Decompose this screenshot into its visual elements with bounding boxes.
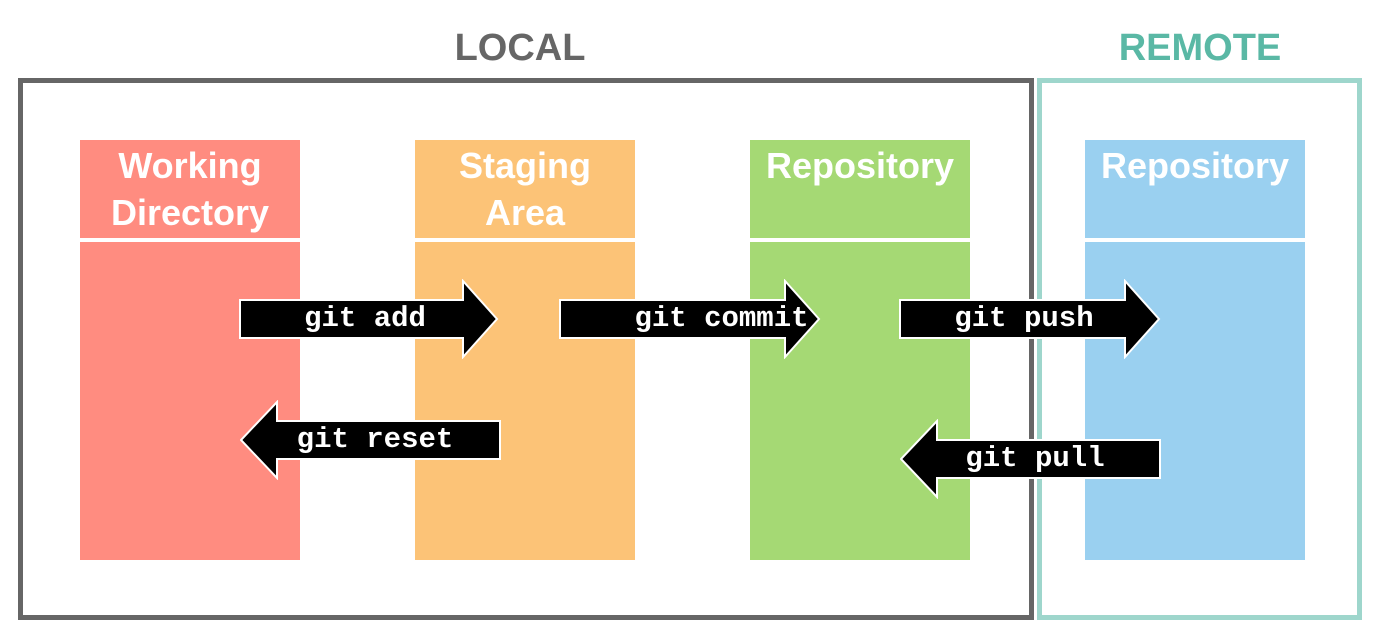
right-arrow-shape: [239, 279, 499, 359]
staging-area-column: Staging Area: [415, 140, 635, 560]
working-directory-column: Working Directory: [80, 140, 300, 560]
remote-repository-label: Repository: [1100, 145, 1290, 186]
left-arrow-shape: [900, 419, 1161, 499]
git-add-label: git add: [304, 302, 426, 335]
local-repository-header: Repository: [750, 140, 970, 238]
staging-area-label: Staging Area: [459, 145, 591, 233]
column-divider: [1085, 238, 1305, 242]
left-arrow-shape: [240, 400, 501, 480]
git-reset-arrow: git reset: [240, 400, 501, 480]
column-divider: [750, 238, 970, 242]
remote-region-title: REMOTE: [1118, 27, 1282, 69]
right-arrow-shape: [899, 279, 1161, 359]
git-reset-label: git reset: [296, 423, 454, 456]
git-add-arrow: git add: [239, 279, 499, 359]
git-commit-label: git commit: [634, 302, 809, 335]
git-push-arrow: git push: [899, 279, 1161, 359]
remote-repository-column: Repository: [1085, 140, 1305, 560]
git-pull-arrow: git pull: [900, 419, 1161, 499]
remote-region-border: [1037, 78, 1362, 620]
remote-repository-header: Repository: [1085, 140, 1305, 238]
local-region-title: LOCAL: [454, 27, 586, 69]
git-pull-label: git pull: [965, 442, 1105, 475]
local-region-border: [18, 78, 1034, 620]
right-arrow-shape: [559, 279, 821, 359]
local-repository-label: Repository: [765, 145, 955, 186]
working-directory-label: Working Directory: [110, 145, 270, 233]
column-divider: [80, 238, 300, 242]
working-directory-header: Working Directory: [80, 140, 300, 238]
column-divider: [415, 238, 635, 242]
git-push-label: git push: [954, 302, 1094, 335]
staging-area-header: Staging Area: [415, 140, 635, 238]
git-commit-arrow: git commit: [559, 279, 821, 359]
